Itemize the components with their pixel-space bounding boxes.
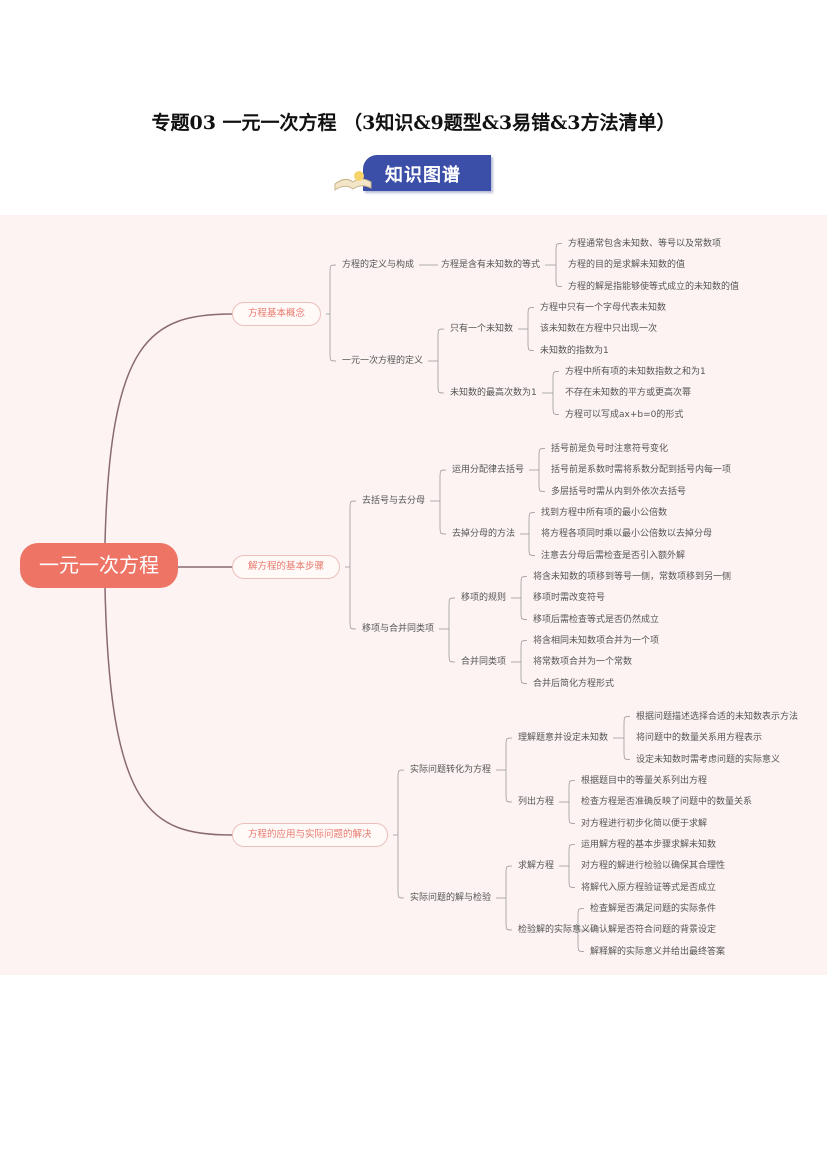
topic-node: 方程的定义与构成 <box>342 260 415 270</box>
leaf-node: 检查方程是否准确反映了问题中的数量关系 <box>581 797 753 807</box>
badge-banner <box>363 155 491 191</box>
leaf-node: 将常数项合并为一个常数 <box>533 657 633 667</box>
leaf-node: 将解代入原方程验证等式是否成立 <box>581 882 717 893</box>
book-icon <box>334 171 372 191</box>
leaf-node: 将含相同未知数项合并为一个项 <box>533 635 660 646</box>
leaf-node: 方程的目的是求解未知数的值 <box>568 260 686 270</box>
leaf-node: 方程通常包含未知数、等号以及常数项 <box>568 238 722 249</box>
document-title: 专题03 一元一次方程 （3知识&9题型&3易错&3方法清单） <box>151 112 676 134</box>
leaf-node: 找到方程中所有项的最小公倍数 <box>541 507 668 518</box>
topic-node: 实际问题转化为方程 <box>410 765 492 775</box>
topic-node: 移项与合并同类项 <box>362 624 435 634</box>
topic-node: 实际问题的解与检验 <box>410 893 492 903</box>
leaf-node: 合并后简化方程形式 <box>533 678 615 689</box>
leaf-node: 方程中只有一个字母代表未知数 <box>540 302 667 313</box>
leaf-node: 多层括号时需从内到外依次去括号 <box>551 486 687 497</box>
leaf-node: 不存在未知数的平方或更高次幂 <box>565 388 692 398</box>
leaf-node: 括号前是系数时需将系数分配到括号内每一项 <box>551 465 732 475</box>
leaf-node: 未知数的指数为1 <box>540 345 609 356</box>
knowledge-map-badge: 知识图谱 <box>333 152 495 196</box>
leaf-node: 将含未知数的项移到等号一侧，常数项移到另一侧 <box>533 571 732 582</box>
leaf-node: 注意去分母后需检查是否引入额外解 <box>541 550 686 561</box>
mindmap-root: 一元一次方程 <box>20 543 178 588</box>
leaf-node: 方程中所有项的未知数指数之和为1 <box>565 366 706 377</box>
leaf-node: 括号前是负号时注意符号变化 <box>551 443 669 454</box>
leaf-node: 方程可以写成ax+b=0的形式 <box>565 409 684 420</box>
subtopic-node: 求解方程 <box>518 861 555 871</box>
leaf-node: 设定未知数时需考虑问题的实际意义 <box>636 754 781 765</box>
leaf-node: 该未知数在方程中只出现一次 <box>540 324 658 334</box>
leaf-node: 将方程各项同时乘以最小公倍数以去掉分母 <box>541 529 713 539</box>
leaf-node: 运用解方程的基本步骤求解未知数 <box>581 839 717 850</box>
leaf-node: 对方程的解进行检验以确保其合理性 <box>581 861 726 871</box>
leaf-node: 检查解是否满足问题的实际条件 <box>590 903 717 914</box>
subtopic-node: 列出方程 <box>518 797 555 807</box>
subtopic-node: 移项的规则 <box>461 593 507 603</box>
leaf-node: 确认解是否符合问题的背景设定 <box>590 925 717 935</box>
subtopic-node: 检验解的实际意义 <box>518 925 591 935</box>
leaf-node: 对方程进行初步化简以便于求解 <box>581 818 708 829</box>
badge-label: 知识图谱 <box>385 165 461 186</box>
leaf-node: 移项后需检查等式是否仍然成立 <box>533 614 660 625</box>
subtopic-node: 只有一个未知数 <box>450 324 514 334</box>
subtopic-node: 合并同类项 <box>461 657 507 667</box>
subtopic-node: 理解题意并设定未知数 <box>518 733 609 743</box>
subtopic-node: 方程是含有未知数的等式 <box>441 260 541 270</box>
branch-node: 方程的应用与实际问题的解决 <box>232 823 388 847</box>
leaf-node: 移项时需改变符号 <box>533 593 606 603</box>
leaf-node: 将问题中的数量关系用方程表示 <box>636 733 763 743</box>
branch-node: 解方程的基本步骤 <box>232 555 341 579</box>
branch-node: 方程基本概念 <box>232 302 322 326</box>
leaf-node: 解释解的实际意义并给出最终答案 <box>590 946 726 957</box>
topic-node: 一元一次方程的定义 <box>342 356 424 366</box>
subtopic-node: 去掉分母的方法 <box>452 529 516 539</box>
leaf-node: 方程的解是指能够使等式成立的未知数的值 <box>568 281 740 292</box>
subtopic-node: 未知数的最高次数为1 <box>450 388 537 398</box>
leaf-node: 根据问题描述选择合适的未知数表示方法 <box>636 711 799 722</box>
leaf-node: 根据题目中的等量关系列出方程 <box>581 775 708 786</box>
topic-node: 去括号与去分母 <box>362 496 426 506</box>
subtopic-node: 运用分配律去括号 <box>452 465 525 475</box>
